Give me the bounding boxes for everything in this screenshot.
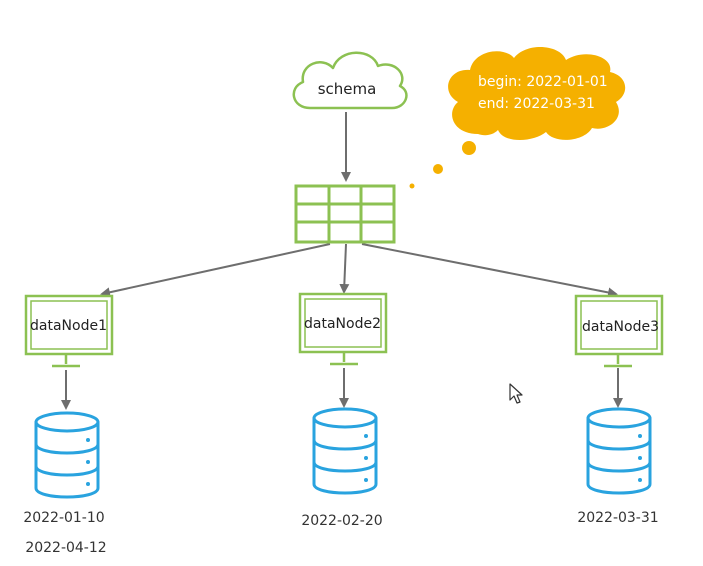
database-icon [586,407,652,495]
schema-label: schema [318,80,377,98]
node3-date-1: 2022-03-31 [577,510,658,526]
node3-label: dataNode3 [582,319,659,335]
thought-bubble: begin: 2022-01-01 end: 2022-03-31 [409,46,626,189]
monitor-icon [298,292,388,366]
node1-date-2: 2022-04-12 [25,540,106,556]
table-icon [294,184,396,244]
thought-dot-large [462,141,476,155]
bubble-begin-text: begin: 2022-01-01 [478,74,608,90]
table-to-node2-arrow [339,243,350,294]
connectors [61,112,623,410]
node2-label: dataNode2 [304,316,381,332]
node1-date-1: 2022-01-10 [23,510,104,526]
table-to-node3-arrow [361,243,618,298]
schema-cloud: schema [292,51,408,110]
data-node-3: dataNode3 2022-03-31 [574,294,664,526]
table-to-node1-arrow [100,243,331,298]
monitor-icon [24,294,114,368]
node2-date-1: 2022-02-20 [301,513,382,529]
monitor-icon [574,294,664,368]
thought-bubble-icon [448,46,626,140]
thought-dot-small [409,183,415,189]
data-node-2: dataNode2 2022-02-20 [298,292,388,529]
mouse-cursor-icon [509,383,523,404]
cloud-icon [292,51,408,110]
thought-dot-medium [433,164,443,174]
data-node-1: dataNode1 2022-01-10 2022-04-12 [23,294,114,556]
bubble-end-text: end: 2022-03-31 [478,96,595,112]
database-icon [34,411,100,499]
database-icon [312,407,378,495]
node1-label: dataNode1 [30,318,107,334]
